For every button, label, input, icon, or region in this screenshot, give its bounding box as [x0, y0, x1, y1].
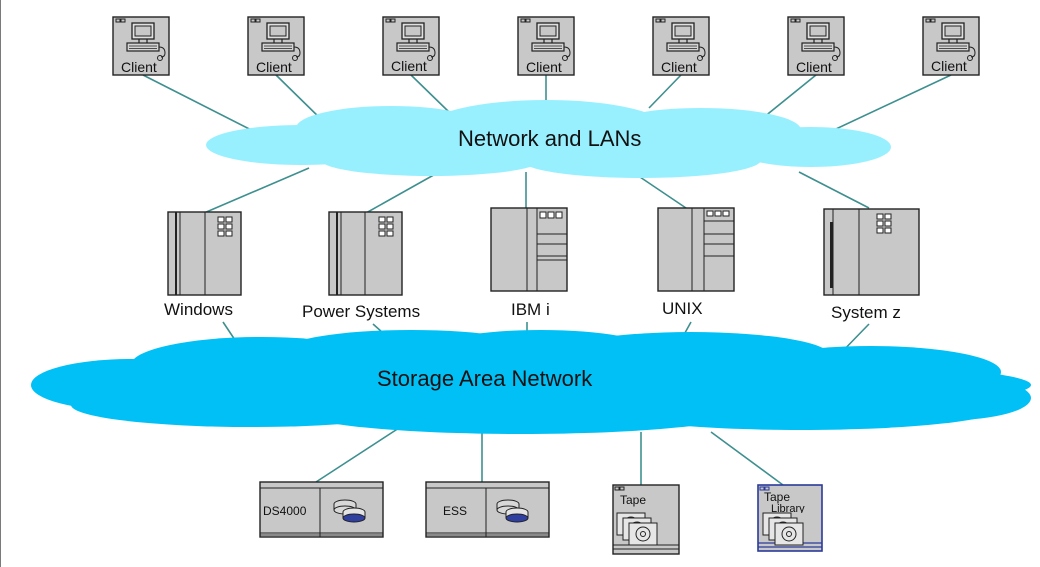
- tape-icon[interactable]: [612, 484, 680, 555]
- system-z-server-icon[interactable]: [823, 208, 920, 296]
- client-3-label: Client: [391, 58, 427, 74]
- network-cloud: [206, 100, 891, 178]
- link-windows: [203, 167, 310, 214]
- san-cloud: [31, 330, 1031, 434]
- link-client-7: [820, 74, 952, 137]
- tape-library-sublabel: Library: [771, 503, 805, 513]
- ibm-i-server-icon[interactable]: [490, 207, 568, 292]
- tape-library-label: Tape: [764, 490, 791, 504]
- link-unix: [636, 174, 687, 209]
- link-client-3: [410, 74, 450, 113]
- client-7-label: Client: [931, 58, 967, 74]
- ess-icon[interactable]: [425, 481, 550, 538]
- windows-label: Windows: [164, 300, 233, 319]
- client-1-label: Client: [121, 59, 157, 75]
- tape-library-icon[interactable]: [757, 484, 823, 552]
- server-links: [203, 167, 870, 214]
- system-z-label: System z: [831, 303, 901, 322]
- san-cloud-label: Storage Area Network: [377, 366, 593, 391]
- ds4000-label: DS4000: [263, 504, 307, 518]
- client-6-label: Client: [796, 59, 832, 75]
- link-power: [365, 171, 440, 214]
- unix-server-icon[interactable]: [657, 207, 735, 292]
- client-4-label: Client: [526, 59, 562, 75]
- tape-label: Tape: [620, 493, 647, 507]
- ds4000-icon[interactable]: [259, 481, 384, 538]
- ibm-i-label: IBM i: [511, 300, 550, 319]
- network-cloud-label: Network and LANs: [458, 126, 642, 151]
- link-library: [710, 431, 784, 486]
- link-systemz: [798, 171, 870, 209]
- power-systems-server-icon[interactable]: [328, 211, 403, 296]
- unix-label: UNIX: [662, 299, 703, 318]
- ess-label: ESS: [443, 504, 468, 518]
- client-5-label: Client: [661, 59, 697, 75]
- storage-links: [315, 427, 784, 486]
- client-2-label: Client: [256, 59, 292, 75]
- link-client-5: [648, 74, 682, 109]
- power-systems-label: Power Systems: [302, 302, 421, 321]
- windows-server-icon[interactable]: [167, 211, 242, 296]
- link-ds4000: [315, 427, 400, 483]
